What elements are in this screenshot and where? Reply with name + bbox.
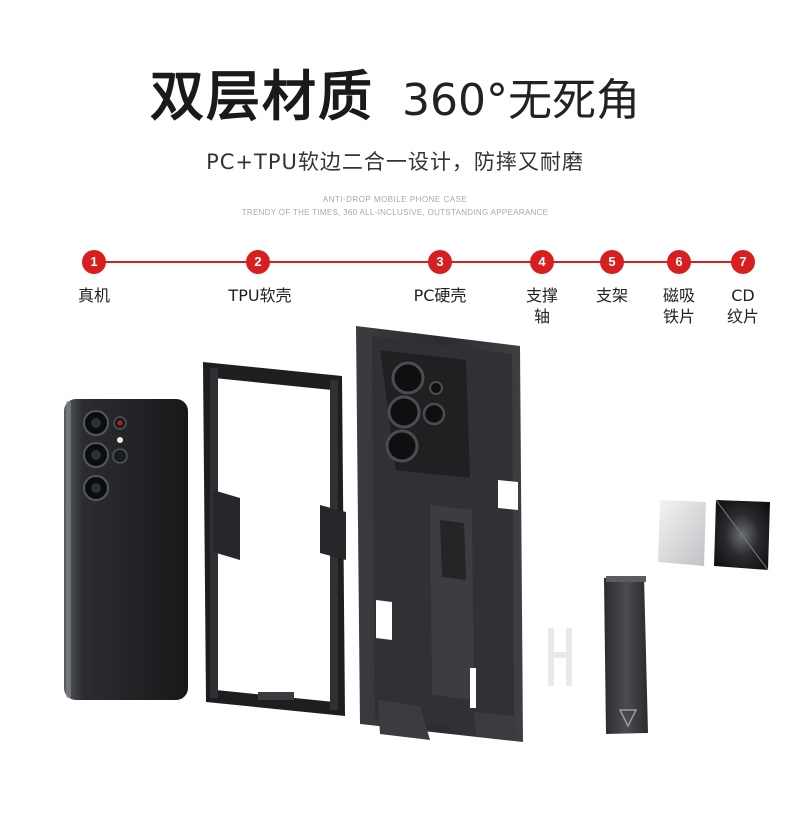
headline-light: 360°无死角 xyxy=(402,75,640,126)
pc-case-illustration xyxy=(356,326,523,742)
part-label-2: TPU软壳 xyxy=(228,286,292,305)
english-tagline-2: TRENDY OF THE TIMES, 360 ALL-INCLUSIVE, … xyxy=(241,208,549,217)
headline-bold: 双层材质 xyxy=(150,65,374,128)
part-marker-5: 5 xyxy=(600,250,624,274)
part-marker-7: 7 xyxy=(731,250,755,274)
support-axis-illustration xyxy=(548,628,572,686)
english-tagline-1: ANTI-DROP MOBILE PHONE CASE xyxy=(322,195,468,204)
exploded-view-illustration xyxy=(64,326,770,742)
part-label-1: 真机 xyxy=(77,286,110,305)
part-marker-4: 4 xyxy=(530,250,554,274)
part-marker-2: 2 xyxy=(246,250,270,274)
part-label-4: 支撑轴 xyxy=(525,286,558,326)
iron-plate-illustration xyxy=(658,500,706,566)
subtitle: PC+TPU软边二合一设计，防摔又耐磨 xyxy=(206,150,584,174)
part-marker-1: 1 xyxy=(82,250,106,274)
tpu-frame-illustration xyxy=(203,362,346,716)
timeline-line xyxy=(94,261,744,263)
part-label-5: 支架 xyxy=(595,286,628,305)
cd-plate-illustration xyxy=(714,499,770,571)
part-label-3: PC硬壳 xyxy=(413,286,467,305)
phone-illustration xyxy=(64,399,188,700)
headline: 双层材质 360°无死角 xyxy=(0,52,790,131)
bracket-illustration xyxy=(604,576,648,734)
part-label-6: 磁吸铁片 xyxy=(662,286,695,326)
part-marker-3: 3 xyxy=(428,250,452,274)
part-marker-6: 6 xyxy=(667,250,691,274)
